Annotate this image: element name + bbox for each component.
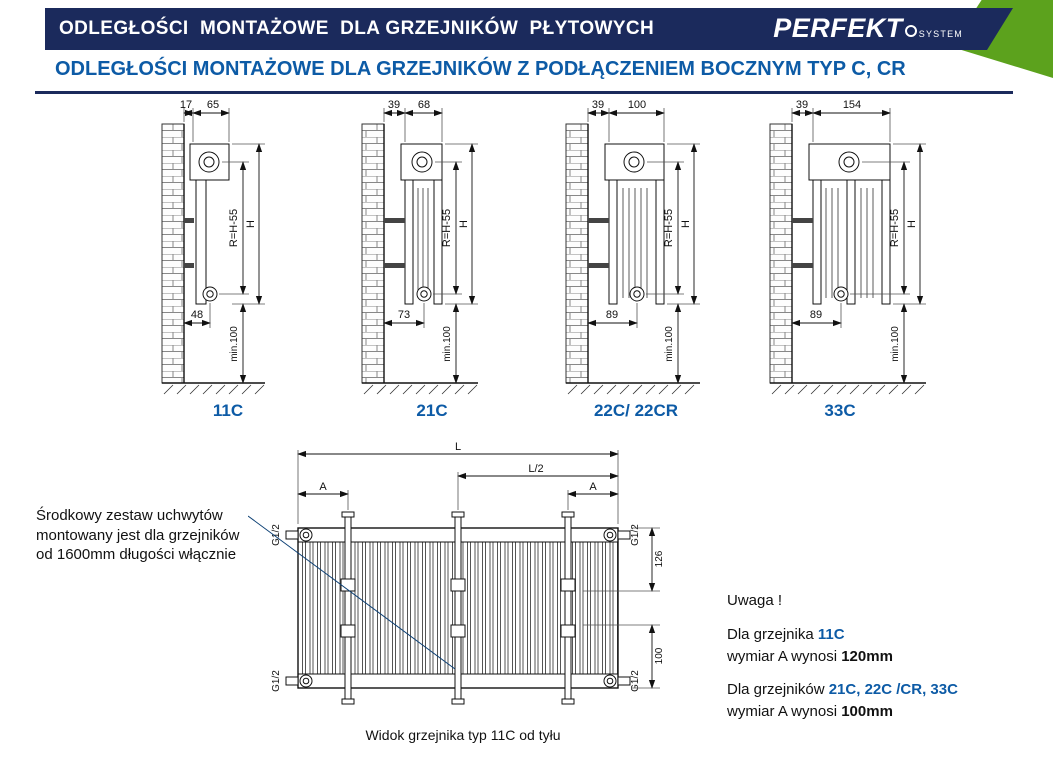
dimensions: 39 154 R=H-55 H min.100 89 <box>791 99 926 384</box>
page-title: ODLEGŁOŚCI MONTAŻOWE DLA GRZEJNIKÓW PŁYT… <box>59 18 655 39</box>
dim-r: R=H-55 <box>889 209 901 247</box>
diagram-21c: 39 68 R=H-55 H min.100 73 21C <box>361 99 478 420</box>
g12-left-bottom: G1/2 <box>271 670 282 692</box>
mounting-note-line2: montowany jest dla grzejników <box>36 526 240 544</box>
rear-view-caption: Widok grzejnika typ 11C od tyłu <box>365 727 561 743</box>
rear-view-wrap: L L/2 A A <box>247 438 678 753</box>
dim-min: min.100 <box>664 326 675 362</box>
connection-labels: G1/2 G1/2 G1/2 G1/2 <box>271 524 641 692</box>
dim-min: min.100 <box>229 326 240 362</box>
dim-bottom: 48 <box>191 309 203 321</box>
uwaga-line3: Dla grzejników 21C, 22C /CR, 33C <box>727 679 958 701</box>
rear-view-section: Środkowy zestaw uchwytów montowany jest … <box>0 430 1053 769</box>
brand-name: PERFEKT <box>773 13 903 43</box>
dim-min: min.100 <box>442 326 453 362</box>
dim-depth: 154 <box>843 99 861 111</box>
diagram-label: 11C <box>213 401 243 420</box>
dim-depth: 100 <box>628 99 646 111</box>
diagram-22c-22cr: 39 100 R=H-55 H min.100 89 22C/ 22CR <box>565 99 700 420</box>
dim-h: H <box>458 220 470 228</box>
dim-100: 100 <box>654 647 665 664</box>
dim-L: L <box>455 441 461 453</box>
leader-line <box>247 515 456 670</box>
brand-mark-icon <box>905 25 917 37</box>
dim-min: min.100 <box>890 326 901 362</box>
uwaga-line1: Dla grzejnika 11C <box>727 624 958 646</box>
dim-gap: 39 <box>796 99 808 111</box>
g12-right-top: G1/2 <box>630 524 641 546</box>
uwaga-line2-value: 120mm <box>841 647 893 665</box>
dimensions: 17 65 R=H-55 H min.100 48 <box>180 99 265 384</box>
radiator-side-view <box>588 143 665 305</box>
uwaga-line1-type: 11C <box>817 625 845 643</box>
side-view-diagrams: 17 65 R=H-55 H min.100 48 11C <box>128 98 940 423</box>
dim-bottom: 89 <box>810 309 822 321</box>
rear-view-diagram: L L/2 A A <box>247 441 665 705</box>
dim-r: R=H-55 <box>663 209 675 247</box>
dim-h: H <box>245 220 257 228</box>
divider-rule <box>35 91 1013 94</box>
diagram-label: 22C/ 22CR <box>594 401 678 420</box>
dimensions: 39 68 R=H-55 H min.100 73 <box>383 99 478 384</box>
diagram-label: 33C <box>824 401 855 420</box>
dim-126: 126 <box>654 550 665 567</box>
wall <box>565 123 700 395</box>
dim-r: R=H-55 <box>441 209 453 247</box>
rear-dimensions: L L/2 A A <box>297 441 619 524</box>
dim-h: H <box>906 220 918 228</box>
uwaga-note: Uwaga ! Dla grzejnika 11C wymiar A wynos… <box>727 590 958 723</box>
dim-h: H <box>680 220 692 228</box>
uwaga-line3-types: 21C, 22C /CR, 33C <box>828 681 958 699</box>
dim-r: R=H-55 <box>228 209 240 247</box>
uwaga-line1-text: Dla grzejnika <box>727 625 818 643</box>
g12-left-top: G1/2 <box>271 524 282 546</box>
dim-A-right: A <box>589 481 597 493</box>
diagram-33c: 39 154 R=H-55 H min.100 89 33C <box>769 99 926 420</box>
dim-gap: 39 <box>592 99 604 111</box>
right-side-dimensions: 126 100 <box>583 527 665 689</box>
dim-gap: 39 <box>388 99 400 111</box>
wall <box>161 123 265 395</box>
g12-right-bottom: G1/2 <box>630 670 641 692</box>
diagram-label: 21C <box>416 401 447 420</box>
brand-subname: SYSTEM <box>918 29 963 39</box>
uwaga-line2-text: wymiar A wynosi <box>727 647 842 665</box>
uwaga-title: Uwaga ! <box>727 592 783 609</box>
mounting-note-line1: Środkowy zestaw uchwytów <box>36 507 223 524</box>
dim-A-left: A <box>319 481 327 493</box>
uwaga-line4-text: wymiar A wynosi <box>727 703 842 720</box>
header-bar: ODLEGŁOŚCI MONTAŻOWE DLA GRZEJNIKÓW PŁYT… <box>45 8 1013 50</box>
radiator-side-view <box>184 143 230 305</box>
mounting-note-line3: od 1600mm długości włącznie <box>36 546 237 563</box>
wall <box>769 123 926 395</box>
uwaga-line4-value: 100mm <box>841 703 893 720</box>
uwaga-line2: wymiar A wynosi 120mm <box>727 646 958 668</box>
wall <box>361 123 478 395</box>
dim-gap: 17 <box>180 99 192 111</box>
mounting-note: Środkowy zestaw uchwytów montowany jest … <box>36 506 286 565</box>
uwaga-line4: wymiar A wynosi 100mm <box>727 701 958 723</box>
wall-brackets <box>340 511 576 705</box>
radiator-side-view <box>792 143 891 305</box>
diagram-11c: 17 65 R=H-55 H min.100 48 11C <box>161 99 265 420</box>
radiator-side-view <box>384 143 443 305</box>
uwaga-line3-text: Dla grzejników <box>727 681 829 699</box>
dimensions: 39 100 R=H-55 H min.100 89 <box>587 99 700 384</box>
dim-L2: L/2 <box>528 463 543 475</box>
dim-depth: 65 <box>207 99 219 111</box>
brand-logo: PERFEKT SYSTEM <box>773 13 963 44</box>
dim-depth: 68 <box>418 99 430 111</box>
dim-bottom: 73 <box>398 309 410 321</box>
dim-bottom: 89 <box>606 309 618 321</box>
section-subtitle: ODLEGŁOŚCI MONTAŻOWE DLA GRZEJNIKÓW Z PO… <box>55 58 906 80</box>
